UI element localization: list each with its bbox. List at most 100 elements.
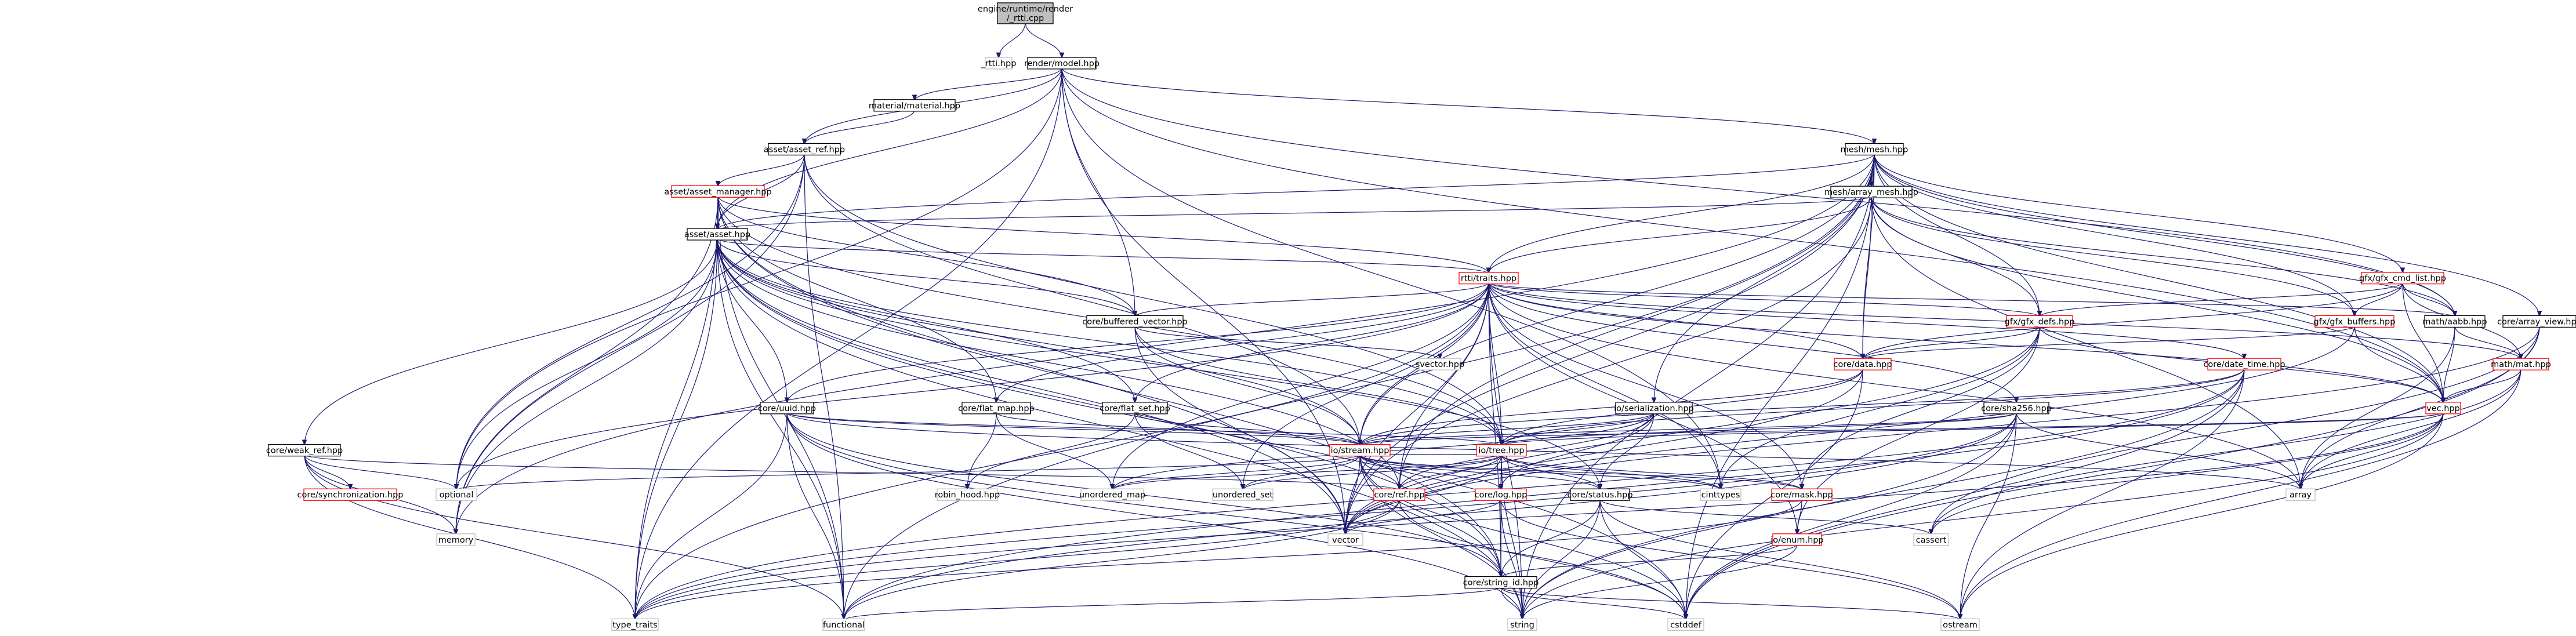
edge-asset-to-type_traits <box>632 238 718 620</box>
node-box-core_status <box>1570 488 1630 501</box>
node-robin_hood: robin_hood.hpp <box>935 488 1000 501</box>
node-box-date_time <box>2207 358 2281 370</box>
edge-vec-to-ostream <box>1957 412 2444 620</box>
node-asset[interactable]: asset/asset.hpp <box>684 228 750 241</box>
edge-rtti_traits-to-vector <box>1343 282 1489 536</box>
node-box-functional <box>822 618 865 631</box>
node-flat_map[interactable]: core/flat_map.hpp <box>958 402 1035 415</box>
node-gfx_buffers[interactable]: gfx/gfx_buffers.hpp <box>2314 315 2396 328</box>
node-label-asset_ref: asset/asset_ref.hpp <box>764 145 845 154</box>
node-core_data[interactable]: core/data.hpp <box>1833 358 1892 370</box>
node-box-core_mask <box>1771 488 1833 501</box>
node-box-flat_set <box>1102 402 1168 415</box>
edge-mesh-to-cstddef <box>1683 153 1875 620</box>
edge-core_status-to-string_id <box>1498 499 1601 579</box>
node-label-asset_manager: asset/asset_manager.hpp <box>664 187 771 197</box>
node-gfx_cmd_list[interactable]: gfx/gfx_cmd_list.hpp <box>2359 272 2446 285</box>
edge-rtti_traits-to-cinttypes <box>1488 282 1724 490</box>
node-math_aabb[interactable]: math/aabb.hpp <box>2422 315 2487 328</box>
node-label-io_stream: io/stream.hpp <box>1331 446 1389 456</box>
node-core_mask[interactable]: core/mask.hpp <box>1770 488 1833 501</box>
edge-date_time-to-io_stream <box>1357 368 2245 446</box>
node-label-rtti_traits: rtti/traits.hpp <box>1461 274 1516 284</box>
node-math_mat[interactable]: math/mat.hpp <box>2491 358 2551 370</box>
node-flat_set[interactable]: core/flat_set.hpp <box>1100 402 1170 415</box>
node-asset_manager[interactable]: asset/asset_manager.hpp <box>664 185 772 198</box>
edge-flat_set-to-io_stream <box>1134 412 1363 446</box>
node-box-svector <box>1418 358 1461 370</box>
node-box-string <box>1507 618 1537 631</box>
edge-io_stream-to-cstddef <box>1359 455 1689 620</box>
edge-serialization-to-io_tree <box>1499 412 1655 446</box>
node-label-math_mat: math/mat.hpp <box>2491 360 2551 369</box>
node-box-mesh <box>1845 143 1904 156</box>
edge-array_view-to-cassert <box>1928 325 2540 536</box>
edge-array_mesh-to-core_data <box>1860 196 1872 360</box>
edge-gfx_defs-to-vector <box>1343 325 2040 536</box>
node-box-array_mesh <box>1830 186 1913 198</box>
node-label-unordered_set: unordered_set <box>1213 490 1274 500</box>
node-mesh[interactable]: mesh/mesh.hpp <box>1841 143 1909 156</box>
node-render_model[interactable]: render/model.hpp <box>1024 57 1100 70</box>
node-sha256[interactable]: core/sha256.hpp <box>1981 402 2052 415</box>
node-box-gfx_cmd_list <box>2361 272 2444 285</box>
node-uuid[interactable]: core/uuid.hpp <box>758 402 816 415</box>
node-gfx_defs[interactable]: gfx/gfx_defs.hpp <box>2005 315 2075 328</box>
node-label-svector: svector.hpp <box>1416 360 1464 369</box>
edge-core_ref-to-functional <box>841 499 1400 620</box>
node-box-material <box>873 99 956 112</box>
node-root[interactable]: engine/runtime/render/_rtti.cpp <box>978 2 1073 24</box>
node-sync[interactable]: core/synchronization.hpp <box>297 488 404 501</box>
node-svector: svector.hpp <box>1416 358 1464 370</box>
node-io_enum[interactable]: io/enum.hpp <box>1770 533 1824 546</box>
edge-gfx_defs-to-core_mask <box>1799 325 2040 490</box>
node-weak_ref[interactable]: core/weak_ref.hpp <box>266 444 343 457</box>
edge-core_log-to-string <box>1500 499 1525 620</box>
node-core_log[interactable]: core/log.hpp <box>1475 488 1528 501</box>
edge-core_ref-to-cstddef <box>1399 499 1689 620</box>
node-array_view[interactable]: core/array_view.hpp <box>2497 315 2576 328</box>
node-vec[interactable]: vec.hpp <box>2425 402 2461 415</box>
node-buffered_vector[interactable]: core/buffered_vector.hpp <box>1082 315 1188 328</box>
node-label-array_view: core/array_view.hpp <box>2497 317 2576 326</box>
node-box-sync <box>303 488 397 501</box>
edge-io_tree-to-string <box>1501 455 1525 620</box>
node-io_stream[interactable]: io/stream.hpp <box>1329 444 1391 457</box>
node-label-gfx_buffers: gfx/gfx_buffers.hpp <box>2314 317 2396 326</box>
node-array_mesh[interactable]: mesh/array_mesh.hpp <box>1824 186 1918 198</box>
node-unordered_map: unordered_map <box>1079 488 1145 501</box>
edge-io_stream-to-string <box>1359 455 1525 620</box>
edge-mesh-to-array_view <box>1874 153 2542 317</box>
edge-weak_ref-to-optional <box>304 454 459 490</box>
edge-sha256-to-type_traits <box>632 412 2017 620</box>
edge-asset_ref-to-io_stream <box>804 153 1363 446</box>
node-label-material: material/material.hpp <box>869 101 960 111</box>
node-material[interactable]: material/material.hpp <box>869 99 960 112</box>
edge-gfx_cmd_list-to-vec <box>2402 282 2446 404</box>
node-date_time[interactable]: core/date_time.hpp <box>2203 358 2285 370</box>
node-label-string_id: core/string_id.hpp <box>1463 579 1539 588</box>
node-rtti_traits[interactable]: rtti/traits.hpp <box>1458 272 1519 285</box>
edge-io_stream-to-core_log <box>1359 454 1504 490</box>
edge-gfx_defs-to-cinttypes <box>1718 325 2040 490</box>
node-box-root <box>997 2 1054 24</box>
node-box-io_stream <box>1329 444 1391 457</box>
edge-render_model-to-asset <box>714 67 1062 230</box>
edge-mesh-to-memory <box>453 153 1875 536</box>
edge-rtti_traits-to-buffered_vector <box>1132 282 1489 318</box>
edge-asset_manager-to-rtti_traits <box>717 195 1492 274</box>
edge-string_id-to-cstddef <box>1500 586 1689 621</box>
edge-render_model-to-math_aabb <box>1061 67 2458 317</box>
edge-flat_set-to-robin_hood <box>964 412 1135 490</box>
node-label-core_status: core/status.hpp <box>1567 490 1632 500</box>
node-asset_ref[interactable]: asset/asset_ref.hpp <box>764 143 845 156</box>
node-core_status[interactable]: core/status.hpp <box>1567 488 1633 501</box>
edge-vec-to-type_traits <box>632 412 2444 620</box>
node-string_id[interactable]: core/string_id.hpp <box>1463 576 1539 589</box>
node-io_tree[interactable]: io/tree.hpp <box>1476 444 1527 457</box>
edge-material-to-asset_ref <box>801 110 915 146</box>
node-core_ref[interactable]: core/ref.hpp <box>1373 488 1425 501</box>
node-serialization[interactable]: io/serialization.hpp <box>1614 402 1694 415</box>
node-unordered_set: unordered_set <box>1212 488 1274 501</box>
